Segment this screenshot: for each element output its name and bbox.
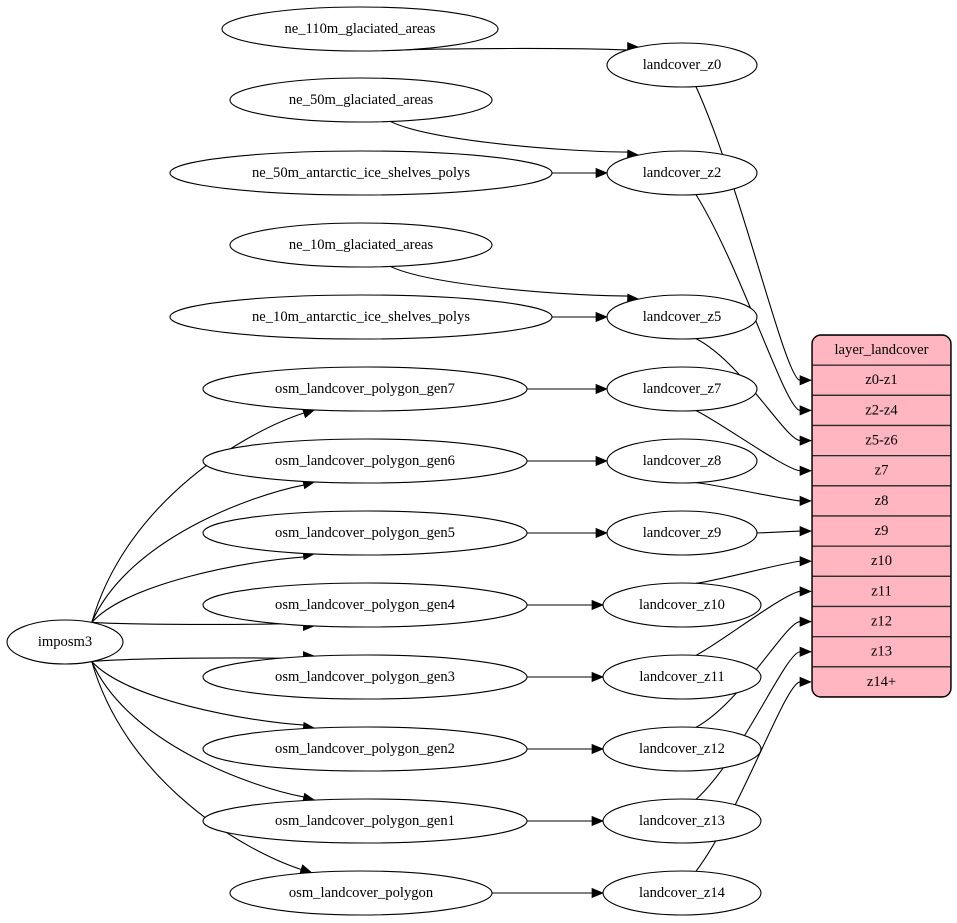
node-osm_landcover_polygon_gen2-label: osm_landcover_polygon_gen2 (275, 741, 455, 757)
node-landcover_z9-shape (606, 510, 758, 556)
table-outline (811, 334, 952, 698)
node-osm_landcover_polygon_gen3-label: osm_landcover_polygon_gen3 (275, 669, 455, 685)
node-osm_landcover_polygon-shape (229, 870, 493, 916)
node-landcover_z13-label: landcover_z13 (639, 813, 725, 829)
node-osm_landcover_polygon_gen3-shape (202, 654, 528, 700)
node-ne_10m_antarctic_ice_shelves_polys-shape (169, 294, 553, 340)
node-landcover_z12[interactable]: landcover_z12 (602, 726, 762, 772)
table-row-z10[interactable] (812, 545, 951, 577)
node-osm_landcover_polygon_gen6[interactable]: osm_landcover_polygon_gen6 (202, 438, 528, 484)
node-landcover_z7-shape (606, 366, 758, 412)
node-ne_10m_antarctic_ice_shelves_polys-label: ne_10m_antarctic_ice_shelves_polys (252, 309, 470, 325)
node-osm_landcover_polygon_gen4-shape (202, 582, 528, 628)
node-osm_landcover_polygon_gen4-label: osm_landcover_polygon_gen4 (275, 597, 456, 613)
node-landcover_z8[interactable]: landcover_z8 (606, 438, 758, 484)
node-landcover_z11-shape (602, 654, 762, 700)
table-row-z12[interactable] (812, 605, 951, 638)
node-osm_landcover_polygon_gen4[interactable]: osm_landcover_polygon_gen4 (202, 582, 528, 628)
table-cells: layer_landcover z0-z1 z2-z4 z5-z6 z7 z8 z9 z10 z… (812, 335, 951, 697)
node-osm_landcover_polygon_gen1-shape (202, 798, 528, 844)
node-imposm3[interactable]: imposm3 (6, 619, 124, 665)
node-osm_landcover_polygon_gen5-label: osm_landcover_polygon_gen5 (275, 525, 455, 541)
node-landcover_z5-label: landcover_z5 (643, 309, 722, 325)
layer-landcover-table: layer_landcover z0-z1 z2-z4 z5-z6 z7 z8 z9 z10 z… (811, 334, 952, 698)
table-header-label: layer_landcover (835, 342, 929, 358)
table-row-label-z13: z13 (871, 644, 892, 660)
node-osm_landcover_polygon_gen1-label: osm_landcover_polygon_gen1 (275, 813, 455, 829)
node-landcover_z13[interactable]: landcover_z13 (602, 798, 762, 844)
table-row-label-z0-z1: z0-z1 (865, 372, 897, 388)
node-landcover_z9-label: landcover_z9 (643, 525, 722, 541)
node-ne_110m_glaciated_areas[interactable]: ne_110m_glaciated_areas (221, 6, 499, 52)
node-osm_landcover_polygon_gen3[interactable]: osm_landcover_polygon_gen3 (202, 654, 528, 700)
node-osm_landcover_polygon_gen2-shape (202, 726, 528, 772)
table-row-label-z10: z10 (871, 553, 892, 569)
node-osm_landcover_polygon-label: osm_landcover_polygon (289, 885, 434, 901)
node-ne_50m_glaciated_areas[interactable]: ne_50m_glaciated_areas (229, 77, 493, 123)
node-landcover_z0[interactable]: landcover_z0 (606, 42, 758, 88)
node-osm_landcover_polygon[interactable]: osm_landcover_polygon (229, 870, 493, 916)
node-imposm3-label: imposm3 (38, 634, 92, 650)
node-ne_50m_glaciated_areas-label: ne_50m_glaciated_areas (289, 92, 434, 108)
node-osm_landcover_polygon_gen6-shape (202, 438, 528, 484)
node-landcover_z10-shape (602, 582, 762, 628)
node-osm_landcover_polygon_gen7-shape (202, 366, 528, 412)
node-ne_50m_antarctic_ice_shelves_polys-shape (169, 150, 553, 196)
table-row-label-z2-z4: z2-z4 (865, 402, 898, 418)
node-landcover_z7[interactable]: landcover_z7 (606, 366, 758, 412)
nodes-layer: imposm3 ne_110m_glaciated_areas ne_50m_gla… (6, 6, 762, 916)
node-ne_10m_glaciated_areas-shape (229, 222, 493, 268)
node-landcover_z10-label: landcover_z10 (639, 597, 725, 613)
node-landcover_z5[interactable]: landcover_z5 (606, 294, 758, 340)
node-landcover_z2-label: landcover_z2 (643, 165, 722, 181)
node-osm_landcover_polygon_gen5[interactable]: osm_landcover_polygon_gen5 (202, 510, 528, 556)
node-ne_10m_antarctic_ice_shelves_polys[interactable]: ne_10m_antarctic_ice_shelves_polys (169, 294, 553, 340)
node-landcover_z11[interactable]: landcover_z11 (602, 654, 762, 700)
node-osm_landcover_polygon_gen2[interactable]: osm_landcover_polygon_gen2 (202, 726, 528, 772)
table-row-label-z7: z7 (875, 463, 889, 479)
node-osm_landcover_polygon_gen7-label: osm_landcover_polygon_gen7 (275, 381, 455, 397)
node-ne_50m_antarctic_ice_shelves_polys-label: ne_50m_antarctic_ice_shelves_polys (252, 165, 470, 181)
table-row-label-z8: z8 (875, 493, 889, 509)
node-landcover_z14[interactable]: landcover_z14 (602, 870, 762, 916)
node-osm_landcover_polygon_gen5-shape (202, 510, 528, 556)
table-row-label-z5-z6: z5-z6 (865, 432, 897, 448)
node-landcover_z11-label: landcover_z11 (639, 669, 724, 685)
table-row-z2-z4[interactable] (812, 394, 951, 427)
node-landcover_z2[interactable]: landcover_z2 (606, 150, 758, 196)
node-ne_110m_glaciated_areas-shape (221, 6, 499, 52)
node-osm_landcover_polygon_gen7[interactable]: osm_landcover_polygon_gen7 (202, 366, 528, 412)
node-landcover_z13-shape (602, 798, 762, 844)
node-ne_50m_glaciated_areas-shape (229, 77, 493, 123)
node-landcover_z14-shape (602, 870, 762, 916)
node-landcover_z9[interactable]: landcover_z9 (606, 510, 758, 556)
node-landcover_z7-label: landcover_z7 (643, 381, 722, 397)
node-landcover_z14-label: landcover_z14 (639, 885, 726, 901)
node-imposm3-shape (6, 619, 124, 665)
node-landcover_z2-shape (606, 150, 758, 196)
node-landcover_z8-label: landcover_z8 (643, 453, 722, 469)
node-landcover_z10[interactable]: landcover_z10 (602, 582, 762, 628)
table-row-label-z11: z11 (871, 583, 892, 599)
node-osm_landcover_polygon_gen1[interactable]: osm_landcover_polygon_gen1 (202, 798, 528, 844)
table-row-z0-z1[interactable] (812, 364, 951, 396)
node-landcover_z0-shape (606, 42, 758, 88)
table-row-label-z12: z12 (871, 613, 892, 629)
node-ne_50m_antarctic_ice_shelves_polys[interactable]: ne_50m_antarctic_ice_shelves_polys (169, 150, 553, 196)
table-row-label-z14+: z14+ (867, 674, 896, 690)
table-row-label-z9: z9 (875, 523, 889, 539)
node-landcover_z12-label: landcover_z12 (639, 741, 725, 757)
node-osm_landcover_polygon_gen6-label: osm_landcover_polygon_gen6 (275, 453, 455, 469)
table-row-z8[interactable] (812, 485, 951, 517)
node-landcover_z12-shape (602, 726, 762, 772)
node-ne_110m_glaciated_areas-label: ne_110m_glaciated_areas (284, 21, 435, 37)
node-landcover_z0-label: landcover_z0 (643, 57, 722, 73)
node-ne_10m_glaciated_areas[interactable]: ne_10m_glaciated_areas (229, 222, 493, 268)
node-ne_10m_glaciated_areas-label: ne_10m_glaciated_areas (289, 237, 434, 253)
node-landcover_z8-shape (606, 438, 758, 484)
table-row-z14+[interactable] (812, 666, 951, 697)
node-landcover_z5-shape (606, 294, 758, 340)
